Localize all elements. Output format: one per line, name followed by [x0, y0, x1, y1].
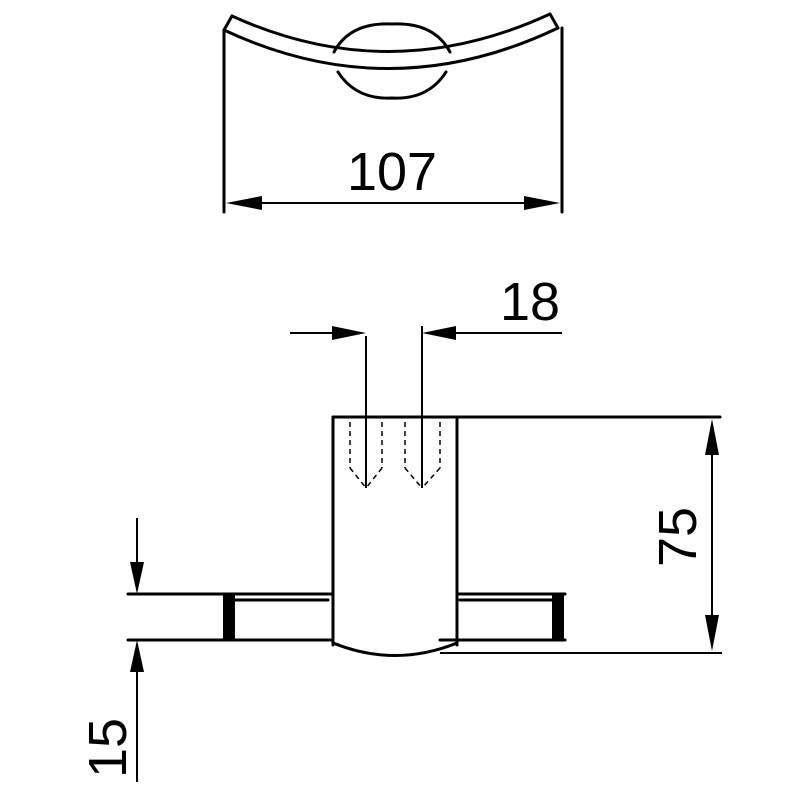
arrow-75-bottom [705, 615, 719, 651]
arrow-15-top [130, 562, 144, 594]
front-view: 18 75 15 [78, 272, 722, 782]
right-arm-endcap [552, 594, 564, 640]
dimension-label-15: 15 [78, 718, 138, 778]
top-view-left-end [222, 14, 234, 32]
mounting-hole-right [404, 422, 441, 489]
arrow-75-top [705, 419, 719, 455]
arrow-right-107 [524, 196, 560, 210]
top-view-center-boss [332, 22, 452, 54]
top-view-outer-curve [230, 12, 552, 53]
arrow-18-left [332, 326, 366, 340]
dimension-label-18: 18 [500, 272, 560, 332]
arrow-18-right [422, 326, 456, 340]
top-view-inner-curve [222, 26, 560, 70]
block-bottom-curve [331, 641, 459, 657]
left-arm-endcap [223, 594, 235, 640]
top-view-center-boss-lower [336, 70, 448, 100]
arrow-left-107 [226, 196, 262, 210]
top-view: 107 [222, 12, 564, 214]
mounting-hole-left [349, 422, 383, 489]
top-view-right-end [548, 12, 560, 30]
arrow-15-bottom [130, 640, 144, 672]
dimension-label-75: 75 [648, 507, 708, 567]
dimension-label-107: 107 [347, 142, 437, 202]
